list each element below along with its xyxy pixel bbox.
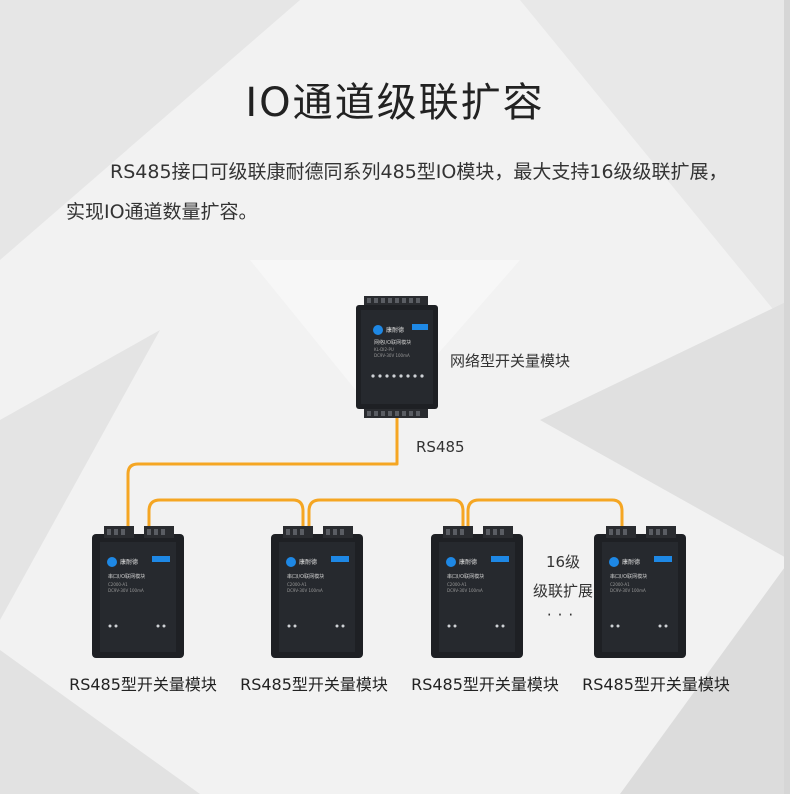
rs485-module-3: 康耐德 串口I/O联网模块 C2000-A1 DC9V-30V 100mA xyxy=(431,526,523,658)
rs485-module-4: 康耐德 串口I/O联网模块 C2000-A1 DC9V-30V 100mA xyxy=(594,526,686,658)
module-name: 串口I/O联网模块 xyxy=(287,573,324,580)
network-module: 康耐德 网络I/O联网模块 KL-DI2-PU DC9V-30V 100mA xyxy=(356,294,438,420)
module-model: C2000-A1 xyxy=(287,582,307,587)
network-module-label: 网络型开关量模块 xyxy=(450,352,571,370)
module-label-4: RS485型开关量模块 xyxy=(582,675,730,694)
link-3-4 xyxy=(466,498,624,528)
rs485-module-2: 康耐德 串口I/O联网模块 C2000-A1 DC9V-30V 100mA xyxy=(271,526,363,658)
gateway-model: KL-DI2-PU xyxy=(374,347,394,352)
description: RS485接口可级联康耐德同系列485型IO模块，最大支持16级级联扩展，实现I… xyxy=(66,161,728,223)
module-label-3: RS485型开关量模块 xyxy=(411,675,559,694)
module-brand: 康耐德 xyxy=(299,558,317,566)
module-model: C2000-A1 xyxy=(610,582,630,587)
module-label-2: RS485型开关量模块 xyxy=(240,675,388,694)
page-title: IO通道级联扩容 xyxy=(245,80,545,126)
bus-trunk xyxy=(126,418,399,528)
module-brand: 康耐德 xyxy=(459,558,477,566)
module-model: C2000-A1 xyxy=(108,582,128,587)
module-power: DC9V-30V 100mA xyxy=(610,588,646,593)
module-power: DC9V-30V 100mA xyxy=(108,588,144,593)
module-brand: 康耐德 xyxy=(622,558,640,566)
gateway-name: 网络I/O联网模块 xyxy=(374,339,411,346)
link-2-3 xyxy=(307,498,465,528)
module-name: 串口I/O联网模块 xyxy=(610,573,647,580)
rs485-module-1: 康耐德 串口I/O联网模块 C2000-A1 DC9V-30V 100mA xyxy=(92,526,184,658)
gateway-power: DC9V-30V 100mA xyxy=(374,353,410,358)
module-power: DC9V-30V 100mA xyxy=(447,588,483,593)
gateway-brand: 康耐德 xyxy=(386,326,404,334)
cascade-text: 级联扩展 xyxy=(532,582,593,600)
module-model: C2000-A1 xyxy=(447,582,467,587)
module-name: 串口I/O联网模块 xyxy=(447,573,484,580)
cascade-note: 16级 级联扩展 ··· xyxy=(520,548,606,624)
module-name: 串口I/O联网模块 xyxy=(108,573,145,580)
rs485-bus-label: RS485 xyxy=(416,438,465,456)
cascade-levels: 16级 xyxy=(545,553,581,571)
module-label-1: RS485型开关量模块 xyxy=(69,675,217,694)
module-brand: 康耐德 xyxy=(120,558,138,566)
link-1-2 xyxy=(147,498,305,528)
cascade-dots: ··· xyxy=(546,606,580,624)
module-power: DC9V-30V 100mA xyxy=(287,588,323,593)
